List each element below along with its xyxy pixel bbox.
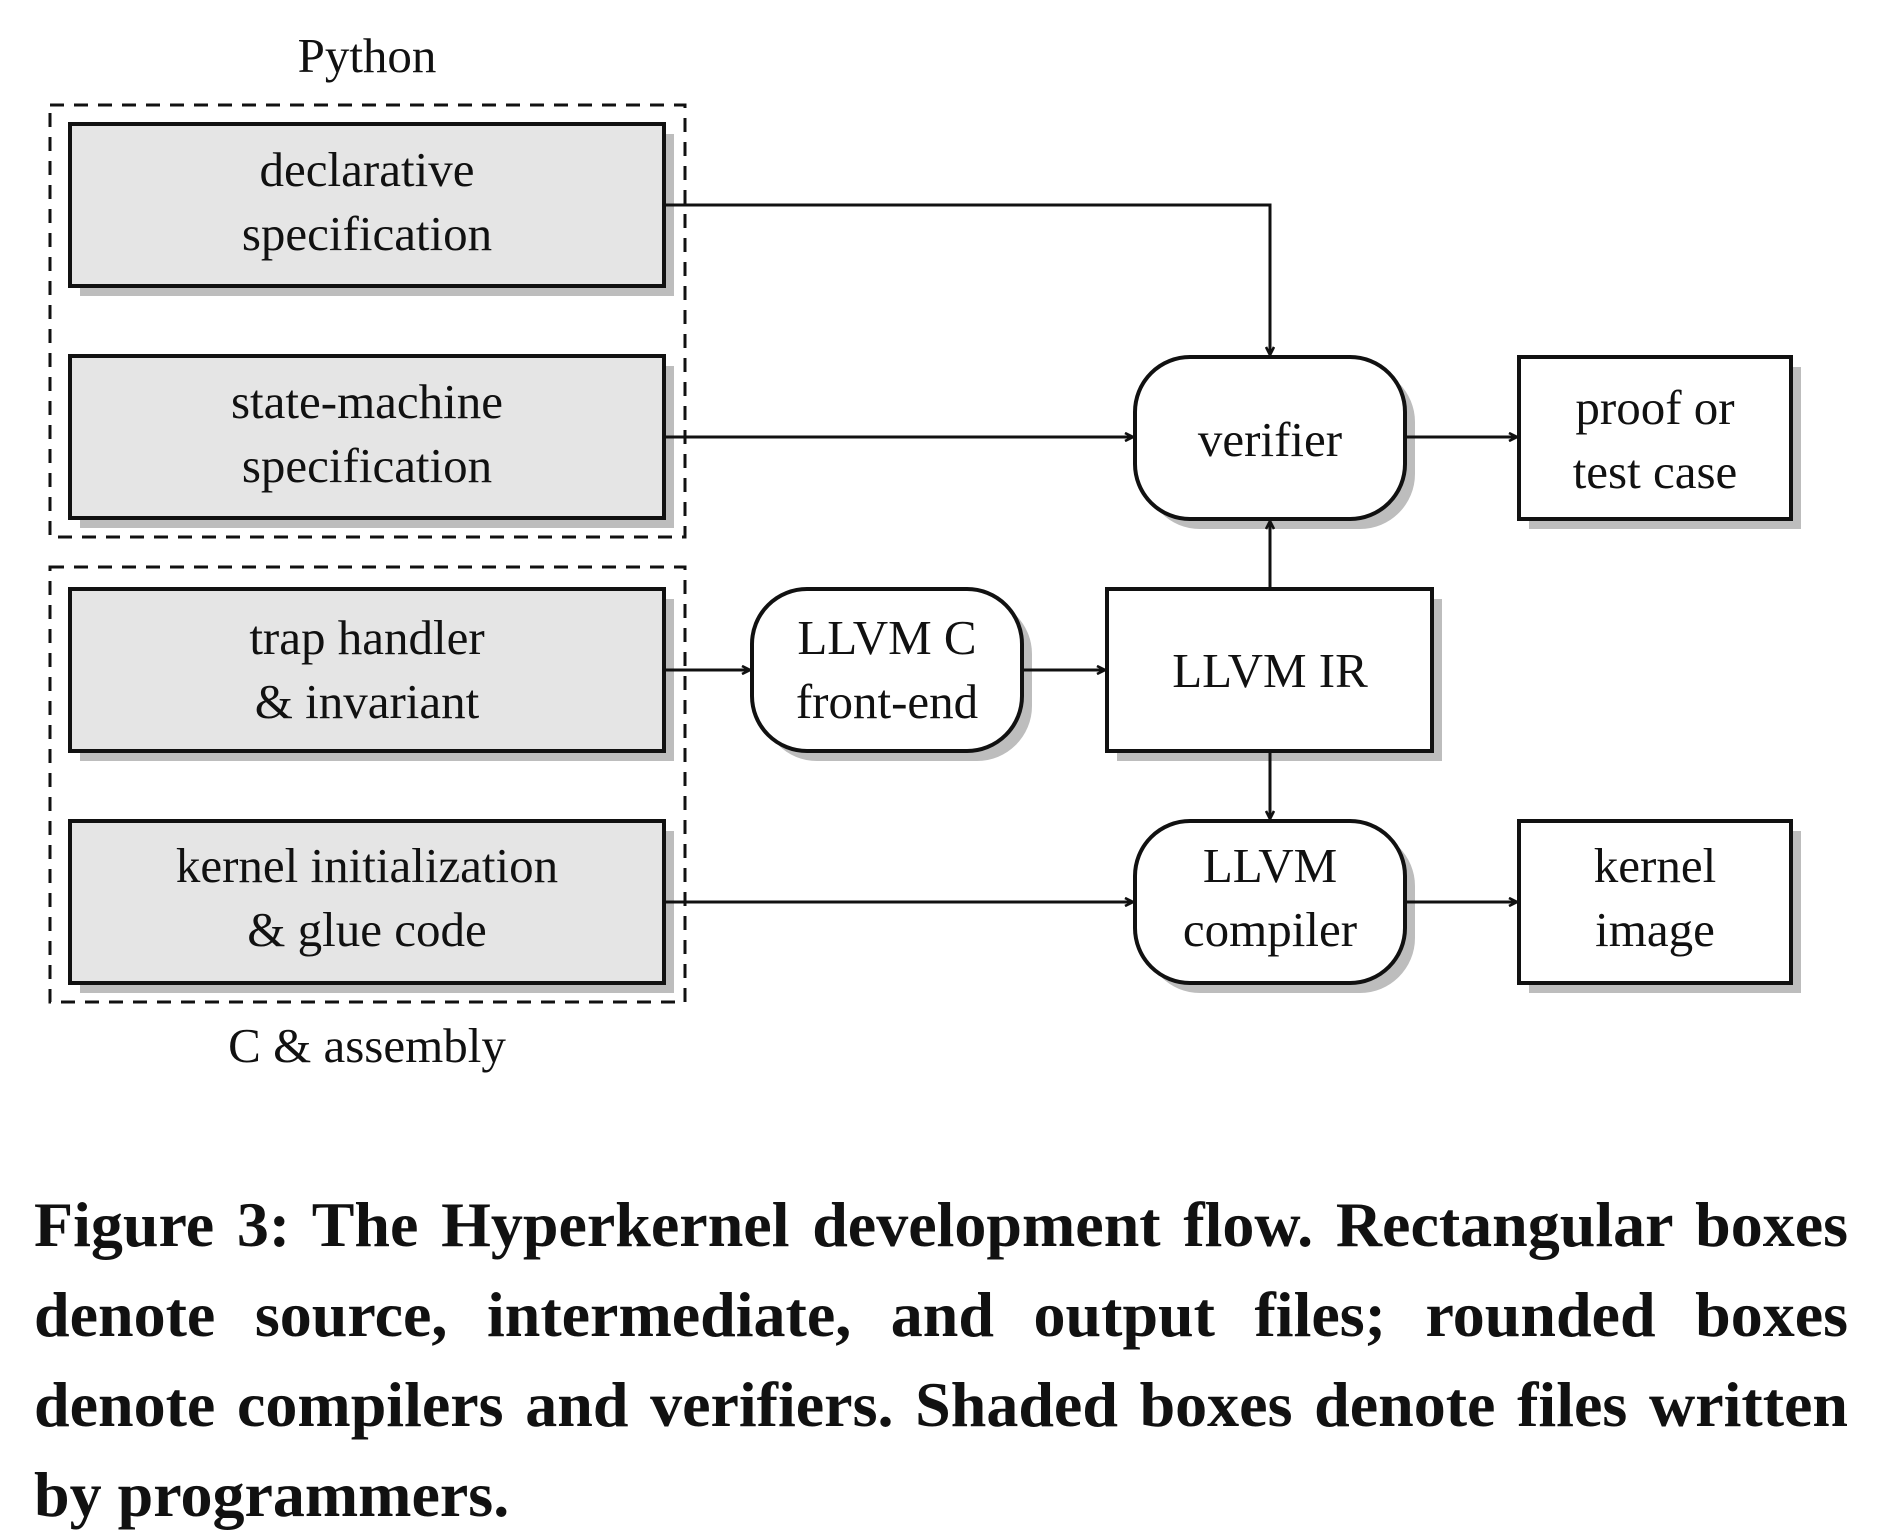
kernel-initialization-glue-box: kernel initialization & glue code: [68, 819, 674, 993]
trap-handler-line1: trap handler: [249, 610, 484, 665]
development-flow-diagram: Python C & assembly declarative specific…: [48, 28, 1801, 1073]
trap-handler-invariant-box: trap handler & invariant: [68, 587, 674, 761]
declarative-specification-line1: declarative: [260, 142, 475, 197]
c-assembly-group-box: [48, 565, 687, 1004]
kernel-initialization-line1: kernel initialization: [176, 838, 558, 893]
proof-line2: test case: [1573, 444, 1738, 499]
trap-handler-line2: & invariant: [255, 674, 480, 729]
kernel-image-line1: kernel: [1594, 838, 1716, 893]
kernel-image-line2: image: [1595, 902, 1715, 957]
verifier-label: verifier: [1198, 412, 1342, 467]
state-machine-specification-line1: state-machine: [231, 374, 503, 429]
figure-caption: Figure 3: The Hyperkernel development fl…: [34, 1189, 1848, 1530]
state-machine-specification-box: state-machine specification: [68, 354, 674, 528]
declarative-specification-box: declarative specification: [68, 122, 674, 296]
llvm-ir-box: LLVM IR: [1105, 587, 1442, 761]
llvm-ir-label: LLVM IR: [1172, 643, 1368, 698]
compiler-line2: compiler: [1183, 902, 1357, 957]
kernel-initialization-line2: & glue code: [247, 902, 486, 957]
llvm-c-frontend-node: LLVM C front-end: [750, 587, 1032, 761]
compiler-line1: LLVM: [1203, 838, 1337, 893]
kernel-image-box: kernel image: [1517, 819, 1801, 993]
arrow-declarative-to-verifier: [664, 203, 1270, 355]
llvm-compiler-node: LLVM compiler: [1133, 819, 1415, 993]
frontend-line1: LLVM C: [797, 610, 976, 665]
c-assembly-group-label: C & assembly: [228, 1018, 506, 1073]
verifier-node: verifier: [1133, 355, 1415, 529]
frontend-line2: front-end: [796, 674, 978, 729]
proof-or-test-case-box: proof or test case: [1517, 355, 1801, 529]
proof-line1: proof or: [1575, 380, 1734, 435]
python-group-box: [48, 103, 687, 539]
python-group-label: Python: [298, 28, 437, 83]
state-machine-specification-line2: specification: [242, 438, 492, 493]
declarative-specification-line2: specification: [242, 206, 492, 261]
